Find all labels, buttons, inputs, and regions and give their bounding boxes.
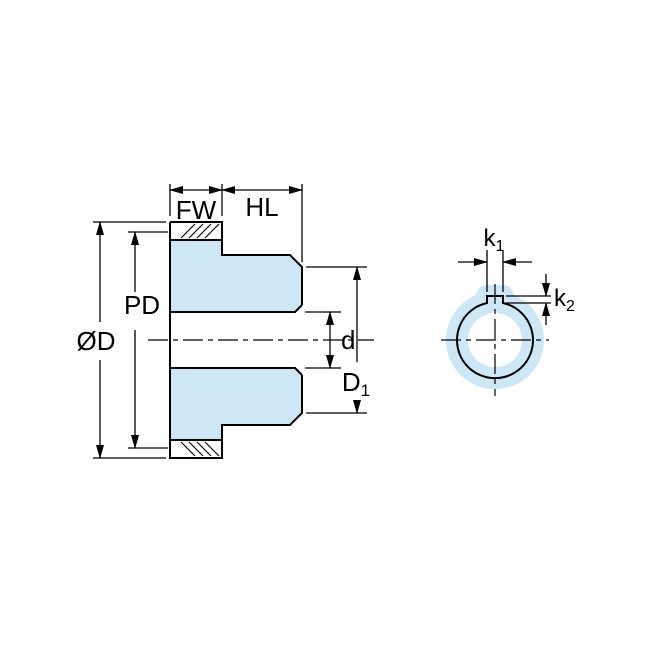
gear-outline — [169, 221, 303, 459]
gear-bore-lines — [170, 304, 303, 376]
dim-d-extension-lines — [305, 311, 341, 369]
dim-k1-extension-lines — [486, 250, 504, 292]
gear-upper-material-fill — [170, 240, 302, 312]
dim-hub-diameter: D1 — [306, 266, 370, 414]
label-keyway-width: k1 — [484, 225, 505, 255]
dim-keyway-depth: k2 — [506, 274, 575, 325]
bore-circle-with-keyway — [456, 295, 534, 380]
gear-lower-material-fill — [170, 368, 302, 440]
dim-od-extension-lines — [93, 221, 166, 459]
label-keyway-depth-main: k — [554, 285, 567, 312]
label-hub-diameter-sub: 1 — [361, 381, 370, 400]
label-pitch-diameter: PD — [124, 290, 160, 320]
label-keyway-width-sub: 1 — [496, 238, 505, 255]
label-outer-diameter: ØD — [77, 326, 116, 356]
dim-pitch-diameter: PD — [124, 231, 168, 449]
label-keyway-depth: k2 — [554, 285, 575, 315]
dim-face-width-and-hub-length: FW HL — [169, 184, 303, 262]
label-hub-diameter: D1 — [342, 367, 370, 400]
label-face-width: FW — [176, 195, 217, 225]
gear-side-view: ØD PD FW HL d D1 — [77, 184, 374, 459]
bore-keyway-view: k1 k2 — [441, 225, 575, 396]
label-hub-length: HL — [245, 192, 278, 222]
teeth-hatch-top — [180, 223, 220, 239]
label-hub-diameter-main: D — [342, 367, 361, 397]
dim-outer-diameter: ØD — [77, 221, 166, 459]
label-bore-diameter: d — [341, 325, 355, 355]
gear-tooth-root-lines — [170, 239, 222, 441]
dim-keyway-width: k1 — [458, 225, 532, 292]
label-keyway-width-main: k — [484, 225, 497, 252]
dim-bore-diameter: d — [305, 311, 355, 369]
label-keyway-depth-sub: 2 — [566, 298, 575, 315]
teeth-hatch-bottom — [180, 441, 220, 457]
